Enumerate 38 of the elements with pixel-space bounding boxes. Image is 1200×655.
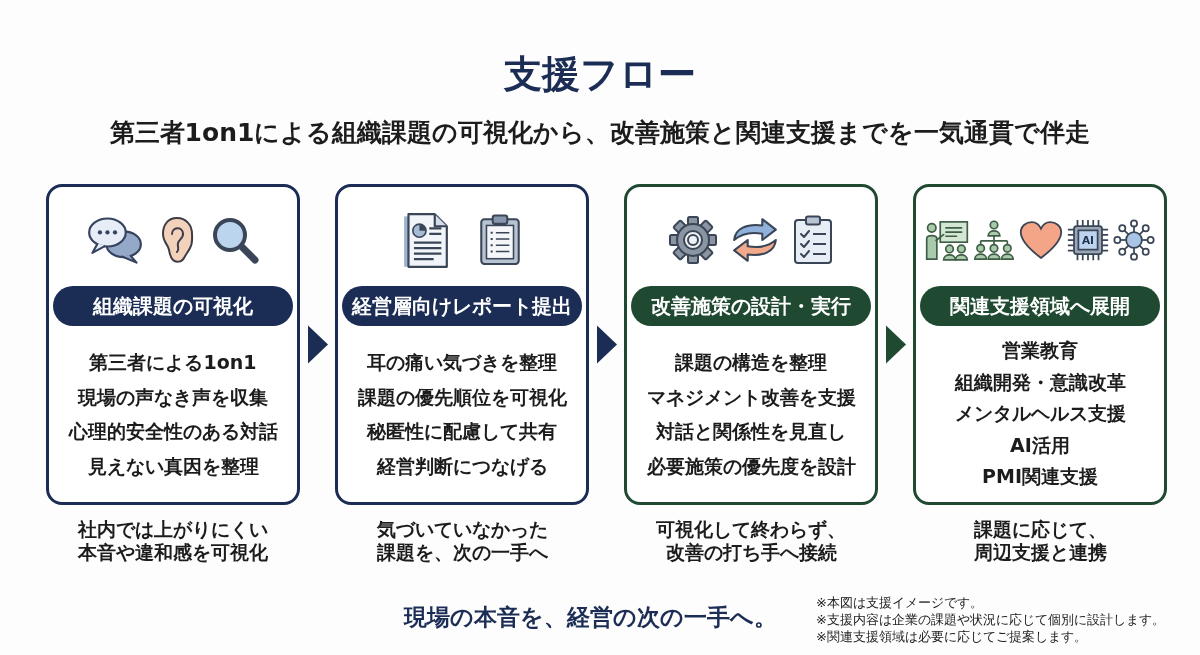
step-item-text: 課題の構造を整理 (675, 350, 827, 375)
subtitle: 第三者1on1による組織課題の可視化から、改善施策と関連支援までを一気通貫で伴走 (109, 117, 1091, 149)
title: 支援フロー (504, 51, 696, 98)
step-item-text: 心理的安全性のある対話 (68, 419, 278, 444)
step-item-text: 対話と関係性を見直し (656, 419, 846, 444)
step-caption: 社内では上がりにくい本音や違和感を可視化 (77, 518, 269, 564)
step-card (335, 184, 589, 505)
step-item-text: メンタルヘルス支援 (954, 401, 1126, 427)
footnote: ※関連支援領域は必要に応じてご提案します。 (816, 629, 1087, 645)
step-heading: 組織課題の可視化 (53, 286, 293, 326)
step-heading: 経営層向けレポート提出 (342, 286, 582, 326)
step-item-text: 秘匿性に配慮して共有 (367, 419, 557, 444)
step-item-text: 組織開発・意識改革 (954, 369, 1126, 395)
arrow (886, 325, 906, 364)
step-item-text: 営業教育 (1002, 338, 1078, 364)
step-card (624, 184, 878, 505)
step-item-text: 経営判断につなげる (376, 453, 548, 479)
step-item-text: AI活用 (1010, 432, 1070, 458)
step-card (46, 184, 300, 505)
step-item-text: 耳の痛い気づきを整理 (367, 350, 557, 375)
step-item-text: 見えない真因を整理 (87, 453, 259, 479)
step-item-text: 現場の声なき声を収集 (78, 384, 268, 410)
step-heading: 関連支援領域へ展開 (920, 286, 1160, 326)
step-heading: 改善施策の設計・実行 (631, 286, 871, 326)
footnote: ※支援内容は企業の課題や状況に応じて個別に設計します。 (816, 612, 1165, 628)
step-item-text: 必要施策の優先度を設計 (646, 453, 856, 479)
step-card (913, 184, 1167, 505)
step-item-text: マネジメント改善を支援 (646, 384, 856, 410)
step-item-text: 第三者による1on1 (89, 350, 257, 375)
arrow (308, 325, 328, 364)
step-item-text: PMI関連支援 (982, 464, 1098, 490)
arrow (597, 325, 617, 364)
footnote: ※本図は支援イメージです。 (816, 595, 983, 611)
step-item-text: 課題の優先順位を可視化 (357, 384, 567, 410)
step-caption: 可視化して終わらず、改善の打ち手へ接続 (655, 518, 847, 564)
step-caption: 課題に応じて、周辺支援と連携 (972, 518, 1108, 564)
tagline: 現場の本音を、経営の次の一手へ。 (403, 603, 777, 632)
step-caption: 気づいていなかった課題を、次の一手へ (375, 518, 549, 564)
